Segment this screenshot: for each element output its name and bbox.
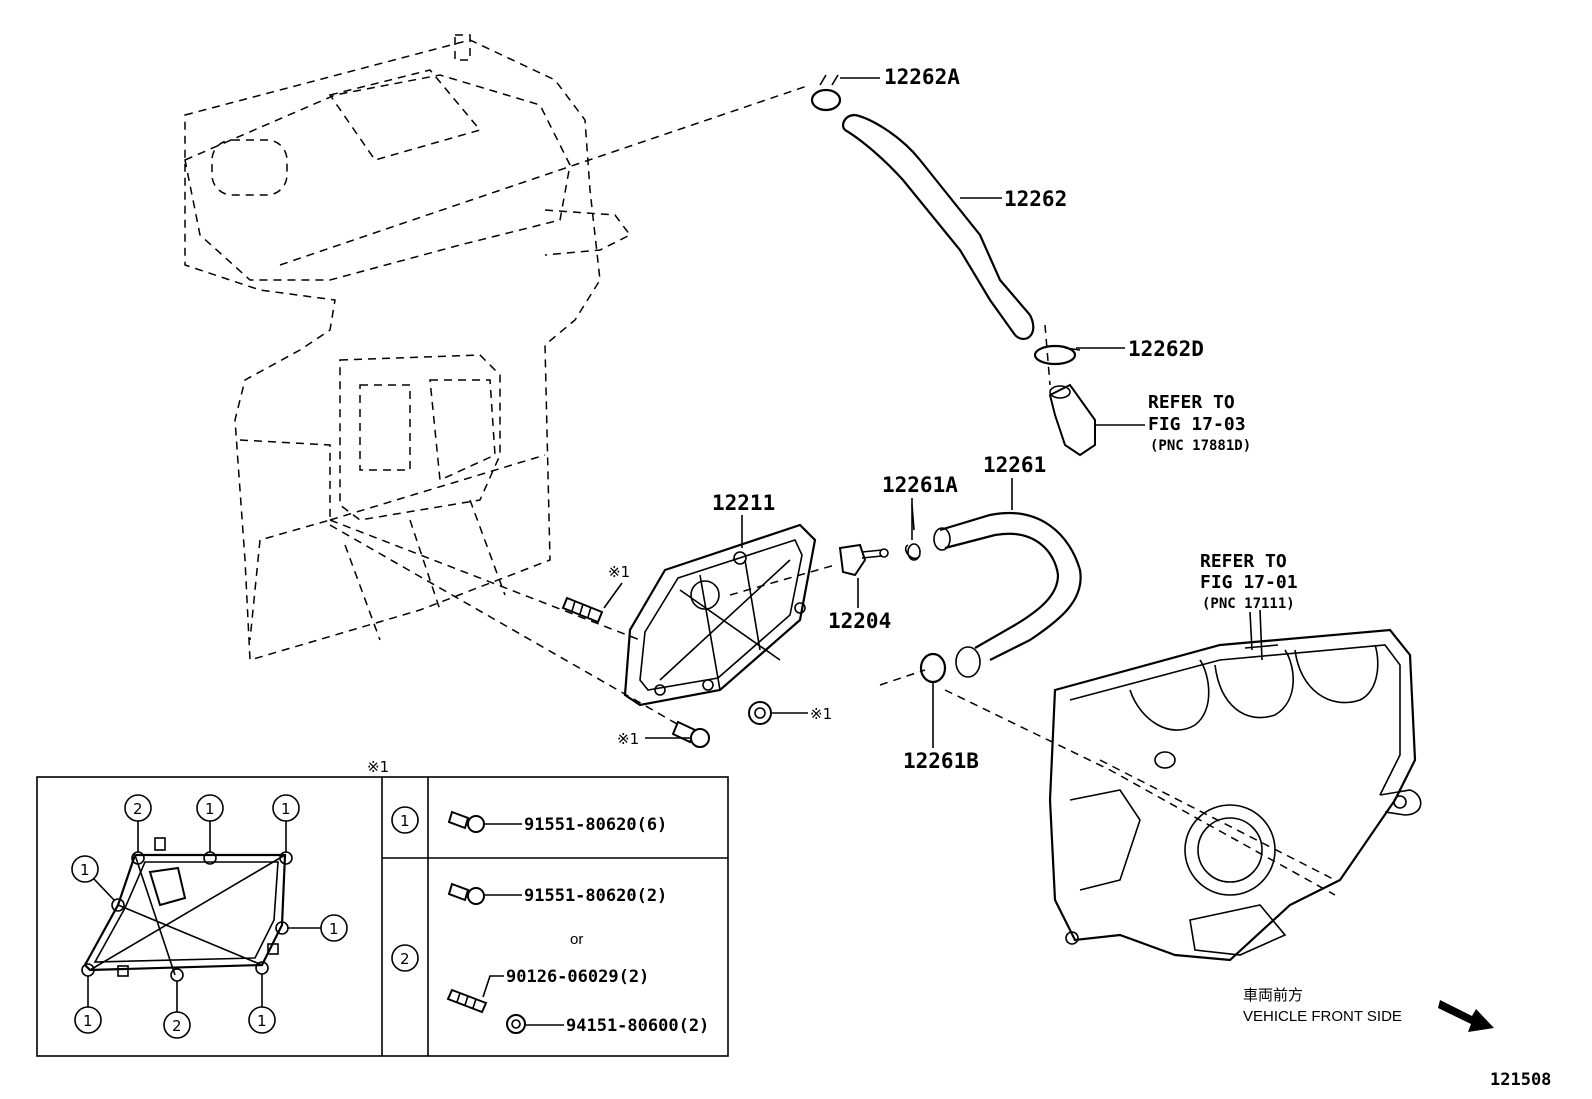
svg-text:REFER TO: REFER TO xyxy=(1200,551,1287,572)
inset-table: ※1 2 xyxy=(36,758,729,1057)
part-number-91551-80620-6: 91551-80620(6) xyxy=(524,815,667,835)
hose-12262 xyxy=(841,113,1035,340)
hose-clip-12262d xyxy=(1033,344,1081,366)
row-key-2: 2 xyxy=(391,944,419,972)
part-number-94151-80600-2: 94151-80600(2) xyxy=(566,1016,709,1036)
detail-circle-top-left: 2 xyxy=(124,794,152,852)
bolt-icon xyxy=(447,810,485,833)
svg-text:FIG 17-01: FIG 17-01 xyxy=(1200,572,1298,593)
detail-circle-bottom-right: 1 xyxy=(248,974,276,1034)
svg-text:1: 1 xyxy=(80,861,90,879)
cover-12211 xyxy=(623,523,817,707)
bolt-icon xyxy=(447,882,485,905)
or-separator: or xyxy=(570,931,583,948)
svg-text:12261B: 12261B xyxy=(903,749,979,773)
svg-text:※1: ※1 xyxy=(617,730,639,748)
vehicle-front-arrow-icon xyxy=(1438,1000,1494,1032)
part-number-90126-06029-2: 90126-06029(2) xyxy=(506,967,649,987)
svg-text:12262D: 12262D xyxy=(1128,337,1204,361)
detail-circle-top-mid: 1 xyxy=(196,794,224,852)
detail-circle-top-right: 1 xyxy=(272,794,300,852)
part-number-91551-80620-2: 91551-80620(2) xyxy=(524,886,667,906)
hose-clip-12261b xyxy=(919,652,947,700)
detail-circle-right: 1 xyxy=(288,914,348,942)
callout-12261a[interactable]: 12261A xyxy=(882,473,958,540)
detail-circle-bottom-left: 1 xyxy=(74,976,102,1034)
mark-stud: ※1 xyxy=(603,563,630,609)
stud-fastener xyxy=(561,596,604,624)
svg-text:(PNC 17111): (PNC 17111) xyxy=(1202,596,1295,612)
assembly-leader-lines xyxy=(279,84,1336,896)
svg-text:12204: 12204 xyxy=(828,609,891,633)
svg-text:12262A: 12262A xyxy=(884,65,960,89)
svg-text:1: 1 xyxy=(205,800,215,818)
vehicle-front-en: VEHICLE FRONT SIDE xyxy=(1243,1008,1402,1025)
svg-text:2: 2 xyxy=(133,800,143,818)
svg-text:※1: ※1 xyxy=(608,563,630,581)
reference-fig-17-01[interactable]: REFER TO FIG 17-01 (PNC 17111) xyxy=(1200,551,1298,651)
callout-12261[interactable]: 12261 xyxy=(983,453,1046,510)
hose-clip-12262a xyxy=(810,74,842,112)
intake-manifold xyxy=(1048,609,1422,962)
svg-text:1: 1 xyxy=(257,1012,267,1030)
svg-text:12261: 12261 xyxy=(983,453,1046,477)
stud-icon xyxy=(446,988,488,1014)
svg-text:2: 2 xyxy=(172,1017,182,1035)
svg-text:12262: 12262 xyxy=(1004,187,1067,211)
svg-text:1: 1 xyxy=(400,812,410,830)
nut-fastener xyxy=(748,701,772,725)
svg-text:1: 1 xyxy=(281,800,291,818)
svg-text:12211: 12211 xyxy=(712,491,775,515)
hose-clip-12261a xyxy=(904,504,921,561)
svg-text:FIG 17-03: FIG 17-03 xyxy=(1148,414,1246,435)
pipe-fitting-17881d xyxy=(1048,383,1096,457)
svg-text:2: 2 xyxy=(400,950,410,968)
callout-12262a[interactable]: 12262A xyxy=(840,65,960,89)
svg-text:(PNC 17881D): (PNC 17881D) xyxy=(1150,438,1251,454)
callout-12261b[interactable]: 12261B xyxy=(903,700,979,773)
vehicle-front-jp: 車両前方 xyxy=(1243,987,1303,1004)
callout-12262[interactable]: 12262 xyxy=(960,187,1067,211)
svg-text:※1: ※1 xyxy=(810,705,832,723)
mark-nut: ※1 xyxy=(772,705,832,723)
reference-fig-17-03[interactable]: REFER TO FIG 17-03 (PNC 17881D) xyxy=(1095,392,1251,454)
bolt-fastener xyxy=(671,720,710,748)
callout-12262d[interactable]: 12262D xyxy=(1076,337,1204,361)
mark-bolt: ※1 xyxy=(617,730,690,748)
valve-12204 xyxy=(838,543,889,577)
illustration-number: 121508 xyxy=(1490,1070,1551,1090)
row-key-1: 1 xyxy=(391,806,419,834)
nut-icon xyxy=(506,1014,526,1034)
svg-text:12261A: 12261A xyxy=(882,473,958,497)
detail-circle-bottom-mid: 2 xyxy=(163,981,191,1039)
detail-circle-left: 1 xyxy=(71,855,115,901)
callout-12204[interactable]: 12204 xyxy=(828,578,891,633)
engine-block-outline xyxy=(184,34,632,661)
inset-cover-detail xyxy=(81,837,293,982)
callout-12211[interactable]: 12211 xyxy=(712,491,775,548)
svg-text:REFER TO: REFER TO xyxy=(1148,392,1235,413)
svg-text:1: 1 xyxy=(83,1012,93,1030)
hose-12261 xyxy=(933,512,1082,678)
inset-header-mark: ※1 xyxy=(367,758,389,776)
svg-text:1: 1 xyxy=(329,920,339,938)
